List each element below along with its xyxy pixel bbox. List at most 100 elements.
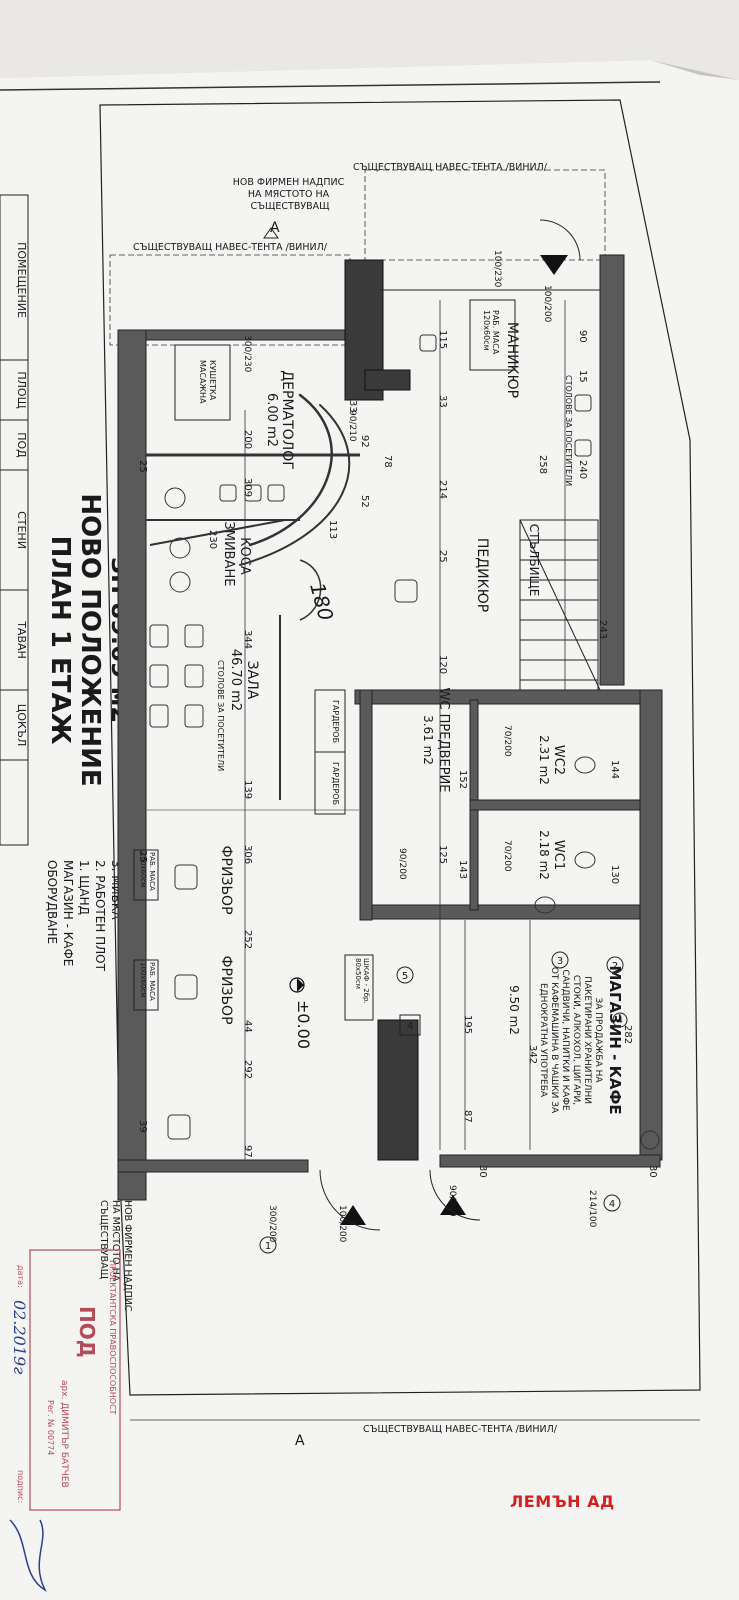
svg-text:39: 39: [137, 1120, 148, 1133]
svg-text:100x60см: 100x60см: [139, 852, 147, 888]
svg-text:344: 344: [242, 630, 253, 649]
section-marker-top: A: [270, 220, 280, 236]
binder-cover: [0, 0, 739, 80]
shop-desc-6: ЕДНОКРАТНА УПОТРЕБА: [538, 983, 548, 1098]
svg-text:300/200: 300/200: [267, 1205, 277, 1243]
equipment-section: МАГАЗИН - КАФЕ: [61, 860, 75, 966]
handwritten-stroke-2: [239, 404, 351, 566]
svg-text:130: 130: [609, 865, 620, 884]
partitions: [146, 289, 601, 811]
shop-desc-5: ОТ КАФЕМАШИНА В ЧАШКИ ЗА: [549, 967, 559, 1114]
room-shop-area: 9.50 m2: [507, 985, 521, 1035]
svg-text:70/200: 70/200: [502, 840, 512, 872]
dimension-texts: 90 15 258 240 243 115 33 214 25 120 152 …: [137, 250, 658, 1243]
svg-text:90/200: 90/200: [397, 848, 407, 880]
svg-text:80x50см: 80x50см: [354, 958, 362, 989]
svg-text:100x60см: 100x60см: [139, 962, 147, 998]
svg-text:342: 342: [527, 1045, 538, 1064]
svg-text:25: 25: [137, 850, 148, 863]
svg-text:120x60см: 120x60см: [482, 310, 491, 351]
svg-text:4: 4: [407, 1021, 413, 1032]
stamp-logo: ПОД: [75, 1306, 99, 1358]
svg-text:300/230: 300/230: [242, 335, 252, 373]
stamp-line1: ПРОЕКТАНТСКА ПРАВОСПОСОБНОСТ: [108, 1260, 117, 1415]
svg-text:139: 139: [242, 780, 253, 799]
plan-title: ПЛАН 1 ЕТАЖ: [45, 536, 75, 745]
walls: [117, 254, 663, 1201]
room-wc2: WC2: [551, 745, 566, 775]
room-hairdresser-2: ФРИЗЬОР: [218, 955, 234, 1024]
svg-text:100/200: 100/200: [542, 285, 552, 323]
svg-text:44: 44: [242, 1020, 253, 1033]
svg-text:90: 90: [577, 330, 588, 343]
watermark: ЛЕМЪН АД: [510, 1492, 615, 1511]
fixtures: [164, 487, 660, 1150]
svg-text:306: 306: [242, 845, 253, 864]
section-arrow-top: [263, 227, 279, 239]
room-dermatologist-area: 6.00 m2: [264, 393, 279, 447]
svg-text:243: 243: [597, 620, 608, 639]
canopy-top-outline: [364, 169, 606, 261]
svg-text:92: 92: [359, 435, 370, 448]
room-shop: МАГАЗИН - КАФЕ: [606, 965, 624, 1114]
svg-text:33: 33: [347, 400, 358, 413]
room-hall-area: 46.70 m2: [228, 649, 243, 711]
room-hall: ЗАЛА: [244, 661, 260, 700]
svg-text:52: 52: [359, 495, 370, 508]
binding-line: [0, 81, 661, 91]
stamp-sign-label: подпис:: [16, 1470, 25, 1503]
svg-text:5: 5: [402, 971, 408, 982]
visitor-chairs-top: СТОЛОВЕ ЗА ПОСЕТИТЕЛИ: [564, 375, 573, 486]
svg-text:200: 200: [242, 430, 253, 449]
svg-text:33: 33: [437, 395, 448, 408]
canopy-top-label: СЪЩЕСТВУВАЩ НАВЕС-ТЕНТА /ВИНИЛ/: [353, 162, 548, 173]
svg-text:120: 120: [437, 655, 448, 674]
svg-text:30: 30: [477, 1165, 488, 1178]
svg-text:РАБ. МАСА: РАБ. МАСА: [148, 962, 156, 1001]
furniture-cabinet: ШКАФ - 2бр. 80x50см: [344, 954, 374, 1021]
massage-couch-label: МАСАЖНА КУШЕТКА: [198, 360, 217, 406]
stamp-date-value: 02.2019г: [10, 1300, 29, 1374]
svg-text:195: 195: [462, 1015, 473, 1034]
svg-text:115: 115: [437, 330, 448, 349]
door-swing-left: [319, 1169, 381, 1231]
svg-text:97: 97: [242, 1145, 253, 1158]
room-wc-lobby-area: 3.61 m2: [421, 715, 435, 765]
table-header-room: ПОМЕЩЕНИЕ: [15, 242, 28, 318]
legend-table: [0, 194, 29, 846]
table-header-floor: ПОД: [15, 432, 28, 458]
entrance-marker-top: [540, 255, 568, 275]
svg-text:113: 113: [327, 520, 338, 539]
wardrobe-1: ГАРДЕРОБ: [331, 700, 340, 743]
svg-text:90/200: 90/200: [447, 1185, 457, 1217]
stairs: [519, 519, 599, 691]
svg-text:25: 25: [137, 460, 148, 473]
svg-text:125: 125: [437, 845, 448, 864]
svg-text:258: 258: [537, 455, 548, 474]
section-marker-bottom: A: [295, 1433, 305, 1449]
svg-text:240: 240: [577, 460, 588, 479]
svg-text:70/200: 70/200: [502, 725, 512, 757]
stamp-date-label: дата:: [16, 1265, 25, 1288]
entrance-marker-right: [440, 1195, 466, 1215]
room-stairs: СТЪЛБИЩЕ: [527, 524, 541, 597]
svg-text:214: 214: [437, 480, 448, 499]
door-swing-top: [539, 219, 581, 261]
equipment-item-2: 2. РАБОТЕН ПЛОТ: [93, 860, 107, 972]
sign-top-note: НОВ ФИРМЕН НАДПИС НА МЯСТОТО НА СЪЩЕСТВУ…: [233, 177, 348, 212]
table-header-ceiling: ТАВАН: [15, 620, 28, 659]
svg-text:78: 78: [382, 455, 393, 468]
svg-text:90/210: 90/210: [347, 410, 357, 442]
room-wc1-area: 2.18 m2: [537, 830, 551, 880]
svg-text:30: 30: [647, 1165, 658, 1178]
svg-text:2: 2: [612, 961, 618, 972]
shop-desc-4: САНДВИЧИ, НАПИТКИ И КАФЕ: [560, 969, 570, 1111]
table-header-walls: СТЕНИ: [15, 511, 28, 549]
svg-text:100/230: 100/230: [492, 250, 502, 288]
room-wc2-area: 2.31 m2: [537, 735, 551, 785]
room-manicure: МАНИКЮР: [504, 322, 520, 398]
svg-text:87: 87: [462, 1110, 473, 1123]
handwritten-stroke-1: [248, 393, 333, 547]
wardrobe-2: ГАРДЕРОБ: [331, 762, 340, 805]
